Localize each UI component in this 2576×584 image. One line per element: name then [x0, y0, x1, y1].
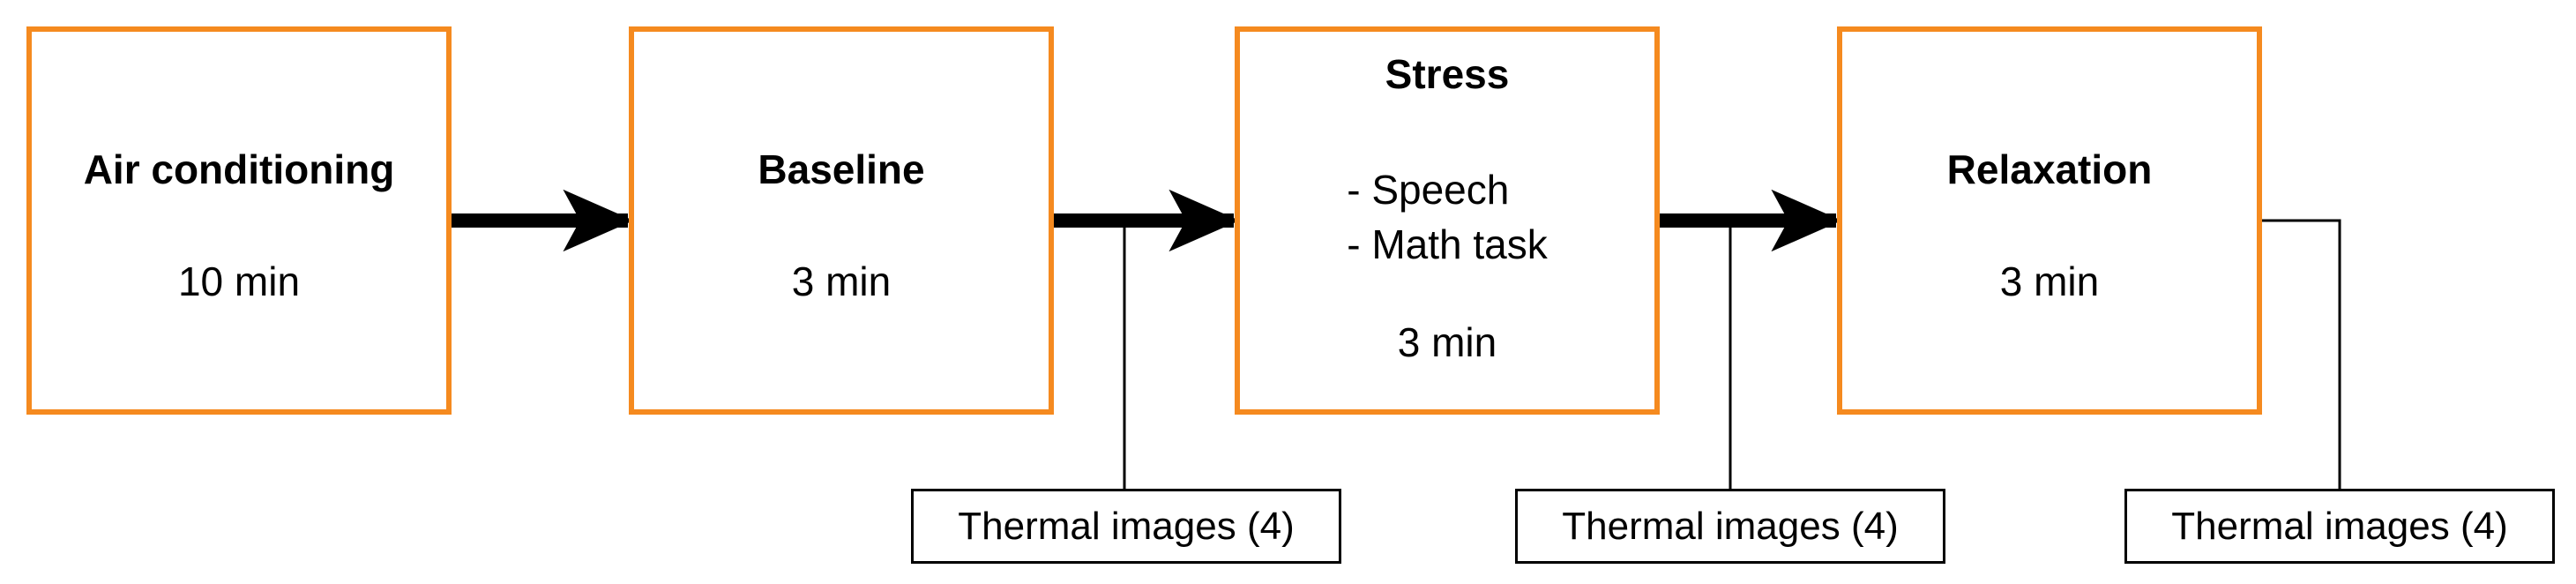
- step-duration: 3 min: [791, 258, 892, 304]
- step-title: Stress: [1385, 51, 1510, 97]
- step-relaxation: Relaxation 3 min: [1837, 26, 2262, 415]
- step-duration: 10 min: [177, 258, 301, 304]
- step-baseline: Baseline 3 min: [629, 26, 1054, 415]
- stress-task-item: - Math task: [1347, 221, 1548, 267]
- step-title: Relaxation: [1946, 146, 2153, 192]
- step-title: Air conditioning: [83, 146, 395, 192]
- step-air-conditioning: Air conditioning 10 min: [26, 26, 452, 415]
- thermal-images-label: Thermal images (4): [2124, 489, 2555, 564]
- stress-task-list: - Speech - Math task: [1347, 169, 1548, 265]
- thermal-images-label: Thermal images (4): [1515, 489, 1945, 564]
- stress-task-item: - Speech: [1347, 167, 1510, 213]
- thermal-images-label: Thermal images (4): [911, 489, 1341, 564]
- step-title: Baseline: [758, 146, 925, 192]
- step-stress: Stress - Speech - Math task 3 min: [1235, 26, 1660, 415]
- step-duration: 3 min: [1999, 258, 2100, 304]
- step-duration: 3 min: [1397, 319, 1497, 365]
- connector-thermal-3: [2262, 219, 2341, 489]
